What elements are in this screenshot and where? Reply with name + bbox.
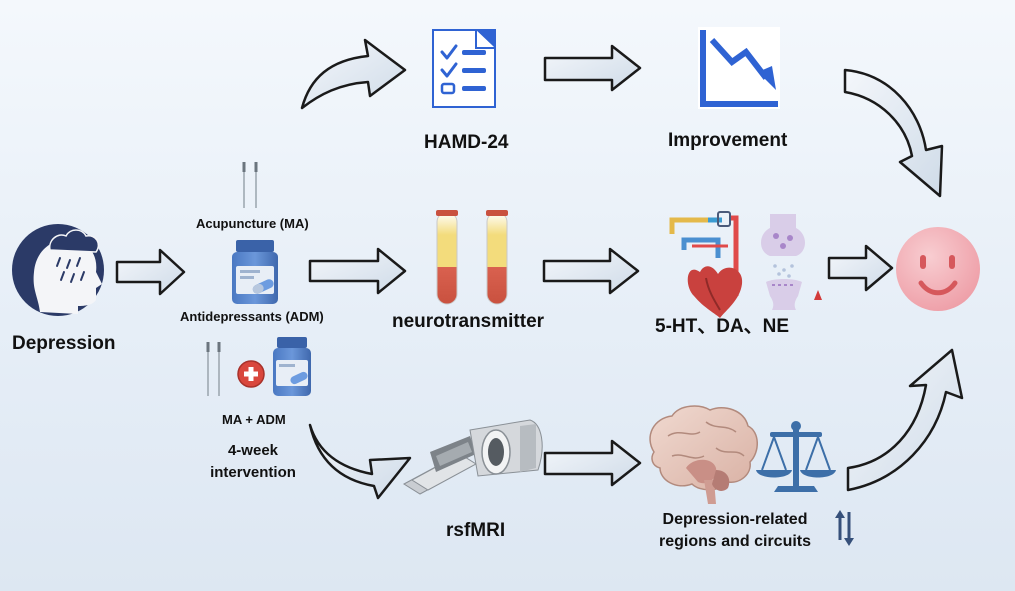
pill-bottle-icon: [232, 240, 278, 304]
up-down-arrows-icon: [835, 510, 854, 546]
arrow-hamd-to-improvement: [543, 44, 642, 92]
hamd-label: HAMD-24: [424, 132, 509, 153]
curved-arrow-to-hamd: [300, 38, 407, 110]
intervention-label: 4-week intervention: [198, 440, 308, 484]
antidepressants-label: Antidepressants (ADM): [180, 309, 324, 324]
arrow-monoamines-to-smiley: [827, 244, 894, 292]
intervention-line-2: intervention: [210, 464, 296, 481]
brain-icon: [649, 405, 758, 504]
synapse-icon: [761, 214, 805, 310]
intervention-line-1: 4-week: [227, 442, 279, 459]
arrow-treatments-to-neurotransmitter: [308, 247, 407, 295]
acupuncture-needles-icon: [242, 162, 258, 208]
test-tube-icon: [436, 210, 458, 305]
combo-pill-bottle-icon: [273, 337, 311, 396]
up-arrow-icon: [814, 290, 822, 348]
curved-arrow-to-mri: [308, 423, 412, 500]
test-tube-icon: [486, 210, 508, 305]
mri-scanner-icon: [403, 419, 543, 495]
smiley-face-icon: [896, 227, 980, 311]
depression-head-icon: [12, 224, 104, 316]
declining-chart-icon: [698, 27, 780, 109]
curved-arrow-improvement-to-smiley: [843, 68, 944, 198]
arrow-depression-to-treatments: [115, 248, 186, 296]
balance-scale-icon: [756, 421, 836, 492]
combo-needles-icon: [206, 342, 221, 396]
regions-label: Depression-related regions and circuits: [640, 509, 830, 553]
heart-circulation-icon: [669, 211, 743, 318]
curved-arrow-brain-to-smiley: [846, 348, 964, 492]
arrow-neurotransmitter-to-monoamines: [542, 247, 640, 295]
plus-icon: [237, 360, 265, 388]
regions-line-1: Depression-related: [662, 511, 808, 528]
rsfmri-label: rsfMRI: [446, 520, 506, 541]
monoamines-label: 5-HT、DA、NE: [655, 316, 790, 337]
depression-label: Depression: [12, 333, 116, 354]
acupuncture-label: Acupuncture (MA): [196, 216, 309, 231]
neurotransmitter-label: neurotransmitter: [392, 311, 545, 332]
questionnaire-icon: [432, 29, 496, 108]
improvement-label: Improvement: [668, 130, 788, 151]
combo-label: MA + ADM: [222, 412, 286, 427]
arrow-mri-to-brain: [543, 439, 642, 487]
regions-line-2: regions and circuits: [658, 533, 812, 550]
